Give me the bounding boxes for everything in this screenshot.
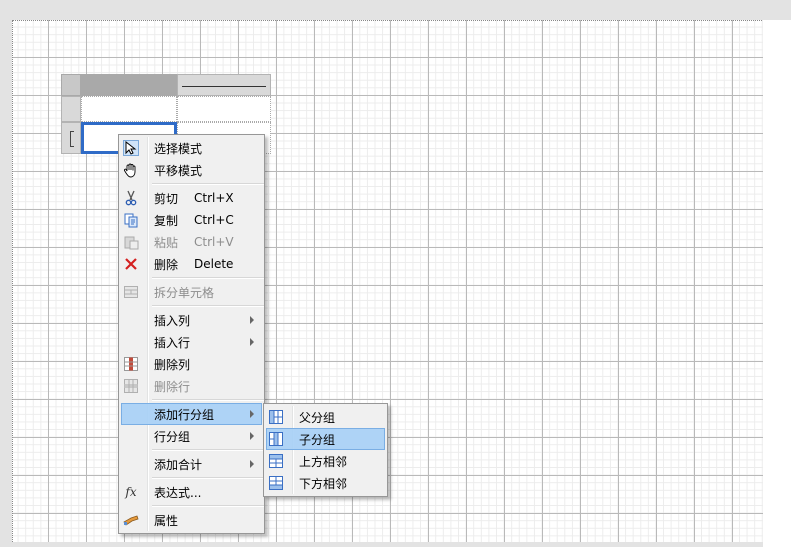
menu-item-label: 插入列 [154,313,191,328]
menu-item-label: 剪切 [154,191,179,206]
submenu-item-adjacent-above[interactable]: 上方相邻 [264,450,387,472]
menu-icon-column-divider [147,137,149,531]
menu-item-label: 拆分单元格 [154,285,215,300]
menu-item-shortcut: Delete [194,257,234,271]
delete-column-icon [123,356,139,372]
submenu-item-child-group[interactable]: 子分组 [264,428,387,450]
menu-item-copy[interactable]: 复制 Ctrl+C [119,209,264,231]
menu-item-shortcut: Ctrl+X [194,191,234,205]
menu-item-properties[interactable]: 属性 [119,509,264,531]
menu-item-label: 插入行 [154,335,191,350]
scissors-icon [123,190,139,206]
menu-item-delete-row[interactable]: 删除行 [119,375,264,397]
menu-item-shortcut: Ctrl+C [194,213,234,227]
menu-item-label: 父分组 [299,410,336,425]
fx-icon: fx [125,485,137,499]
column-group-indicator [182,86,266,87]
delete-row-icon [123,378,139,394]
menu-item-label: 添加行分组 [154,407,215,422]
delete-icon [123,256,139,272]
menu-item-label: 行分组 [154,429,191,444]
menu-separator [152,399,264,401]
menu-item-label: 复制 [154,213,179,228]
context-menu: 选择模式 平移模式 剪切 Ctrl+X 复制 Ctrl+C 粘贴 Ctrl+V … [118,134,265,534]
menu-item-add-total[interactable]: 添加合计 [119,453,264,475]
menu-item-label: 选择模式 [154,141,203,156]
menu-item-paste[interactable]: 粘贴 Ctrl+V [119,231,264,253]
menu-separator [152,477,264,479]
submenu-arrow-icon [250,316,254,324]
menu-item-cut[interactable]: 剪切 Ctrl+X [119,187,264,209]
menu-item-label: 上方相邻 [299,454,348,469]
menu-item-label: 下方相邻 [299,476,348,491]
menu-item-label: 平移模式 [154,163,203,178]
menu-icon-column-divider [292,406,294,494]
menu-item-add-row-group[interactable]: 添加行分组 [119,403,264,425]
menu-separator [152,183,264,185]
menu-item-label: 属性 [154,513,179,528]
submenu-item-adjacent-below[interactable]: 下方相邻 [264,472,387,494]
report-table[interactable] [61,74,271,154]
row-handle-2[interactable] [61,122,81,154]
adjacent-above-icon [268,453,284,469]
menu-separator [152,505,264,507]
row-handle-1[interactable] [61,96,81,122]
column-handle-2[interactable] [177,74,271,96]
menu-item-label: 表达式... [154,485,202,500]
menu-item-label: 添加合计 [154,457,203,472]
menu-item-label: 子分组 [299,432,336,447]
submenu-arrow-icon [250,410,254,418]
menu-item-label: 粘贴 [154,235,179,250]
menu-item-insert-column[interactable]: 插入列 [119,309,264,331]
submenu-arrow-icon [250,432,254,440]
menu-item-label: 删除 [154,257,179,272]
menu-separator [152,277,264,279]
column-handle-1[interactable] [81,74,177,96]
menu-item-split-cell[interactable]: 拆分单元格 [119,281,264,303]
pointer-icon [123,140,139,156]
table-corner-handle[interactable] [61,74,81,96]
menu-item-shortcut: Ctrl+V [194,235,234,249]
child-group-icon [268,431,284,447]
submenu-arrow-icon [250,338,254,346]
submenu-arrow-icon [250,460,254,468]
menu-separator [152,305,264,307]
menu-item-expression[interactable]: fx 表达式... [119,481,264,503]
submenu-item-parent-group[interactable]: 父分组 [264,406,387,428]
parent-group-icon [268,409,284,425]
split-cell-icon [123,284,139,300]
row-group-bracket [70,131,74,147]
menu-separator [152,449,264,451]
menu-item-select-mode[interactable]: 选择模式 [119,137,264,159]
menu-item-delete-column[interactable]: 删除列 [119,353,264,375]
table-cell[interactable] [81,96,177,122]
canvas-right-margin [763,20,791,547]
menu-item-insert-row[interactable]: 插入行 [119,331,264,353]
menu-item-delete[interactable]: 删除 Delete [119,253,264,275]
adjacent-below-icon [268,475,284,491]
add-row-group-submenu: 父分组 子分组 上方相邻 下方相邻 [263,403,388,497]
menu-item-label: 删除行 [154,379,191,394]
properties-icon [123,512,139,528]
paste-icon [123,234,139,250]
hand-icon [123,162,139,178]
copy-icon [123,212,139,228]
table-cell[interactable] [177,96,271,122]
menu-item-row-group[interactable]: 行分组 [119,425,264,447]
menu-item-label: 删除列 [154,357,191,372]
menu-item-pan-mode[interactable]: 平移模式 [119,159,264,181]
